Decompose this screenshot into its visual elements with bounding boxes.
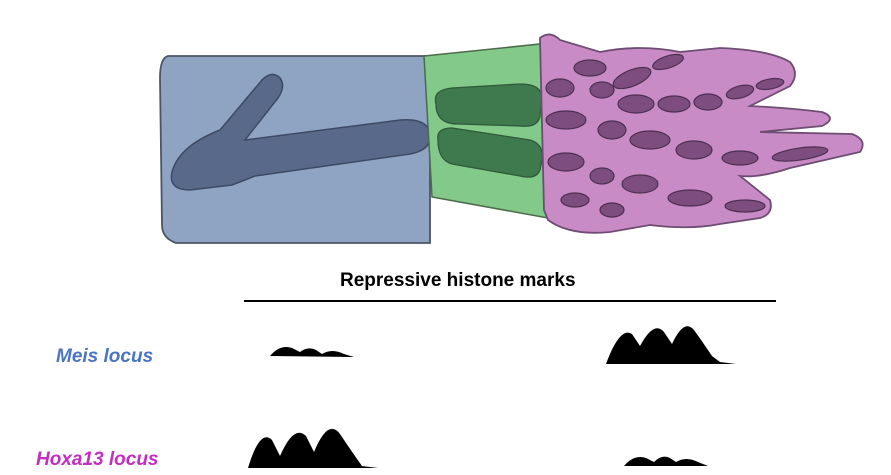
- meis-left-peak-low: [270, 347, 354, 357]
- middle-bone-lower: [437, 127, 543, 178]
- figure-title: Repressive histone marks: [340, 270, 576, 291]
- meis-locus-label: Meis locus: [56, 346, 154, 367]
- digit-bones: [545, 53, 829, 218]
- middle-bone-upper: [434, 83, 543, 127]
- hoxa13-left-peak-high: [248, 428, 378, 468]
- hoxa13-locus-label: Hoxa13 locus: [36, 449, 159, 470]
- hoxa13-right-peak-low: [624, 456, 708, 466]
- proximal-bone: [170, 73, 431, 191]
- meis-right-peak-high: [606, 326, 736, 364]
